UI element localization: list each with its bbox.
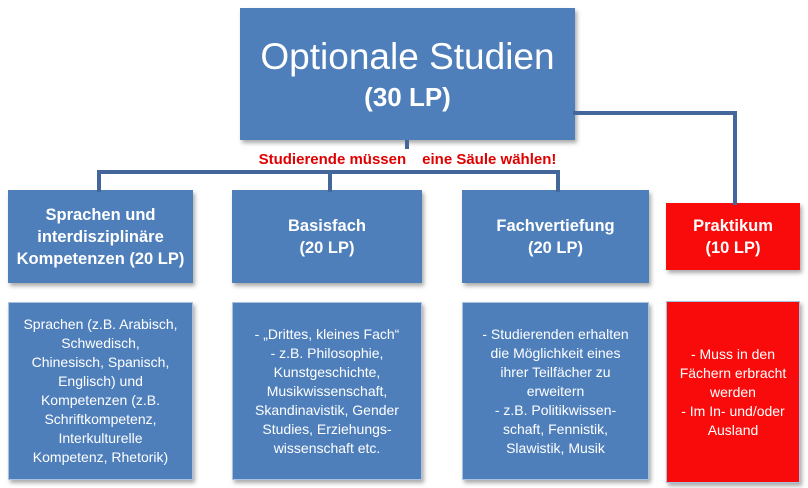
header-basisfach: Basisfach (20 LP)	[232, 190, 422, 283]
header-label: Sprachen und interdisziplinäre Kompetenz…	[16, 205, 185, 268]
connector-stub-fachvertiefung	[556, 170, 560, 192]
connector-stub-sprachen	[97, 170, 101, 192]
header-praktikum: Praktikum (10 LP)	[666, 203, 800, 270]
connector-stub-basisfach	[328, 170, 332, 192]
root-box-optionale-studien: Optionale Studien (30 LP)	[240, 8, 575, 140]
root-title: Optionale Studien	[260, 36, 555, 77]
note-saeule-waehlen: Studierende müssen eine Säule wählen!	[240, 147, 575, 171]
header-label: Basisfach (20 LP)	[288, 216, 366, 257]
root-subtitle: (30 LP)	[364, 82, 451, 112]
body-basisfach: - „Drittes, kleines Fach“ - z.B. Philoso…	[232, 302, 422, 480]
header-fachvertiefung: Fachvertiefung (20 LP)	[462, 190, 649, 283]
note-part-2: eine Säule wählen!	[419, 148, 560, 170]
header-label: Fachvertiefung (20 LP)	[496, 216, 615, 257]
connector-praktikum-vertical	[733, 111, 737, 205]
body-praktikum: - Muss in den Fächern erbracht werden - …	[666, 301, 800, 483]
body-fachvertiefung: - Studierenden erhalten die Möglichkeit …	[462, 302, 649, 480]
body-text: - „Drittes, kleines Fach“ - z.B. Philoso…	[254, 325, 400, 456]
body-sprachen-kompetenzen: Sprachen (z.B. Arabisch, Schwedisch, Chi…	[8, 302, 193, 480]
note-part-1: Studierende müssen	[255, 148, 410, 170]
connector-praktikum-horizontal	[573, 111, 737, 115]
body-text: Sprachen (z.B. Arabisch, Schwedisch, Chi…	[23, 316, 178, 465]
body-text: - Muss in den Fächern erbracht werden - …	[679, 345, 787, 438]
header-label: Praktikum (10 LP)	[693, 216, 773, 257]
body-text: - Studierenden erhalten die Möglichkeit …	[482, 325, 629, 456]
header-sprachen-kompetenzen: Sprachen und interdisziplinäre Kompetenz…	[8, 190, 193, 283]
